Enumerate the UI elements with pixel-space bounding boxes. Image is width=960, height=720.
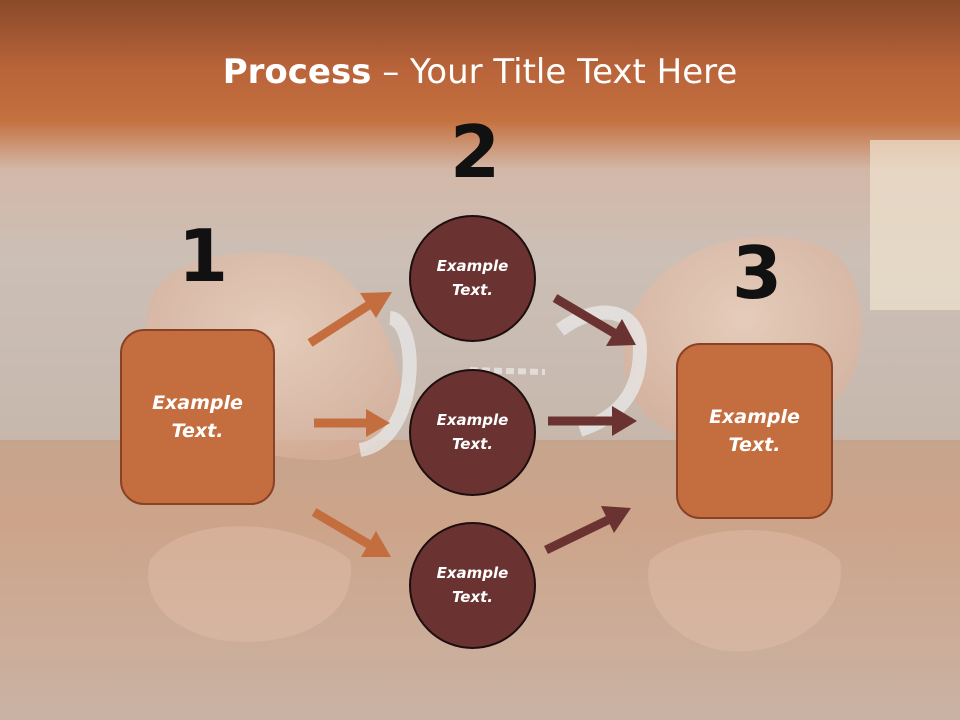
step-1-text-line1: Example	[152, 391, 243, 414]
circle-2-text-line2: Text.	[451, 434, 493, 453]
step-1-text-line2: Text.	[171, 420, 224, 442]
circle-3-text-line2: Text.	[451, 587, 493, 606]
title-bold: Process	[222, 52, 372, 92]
step-3-text-line1: Example	[709, 405, 800, 428]
step-number-1: 1	[178, 214, 229, 298]
step-number-2: 2	[450, 110, 501, 194]
left-arrows	[307, 292, 392, 557]
circle-1-text-line2: Text.	[451, 280, 493, 299]
arrow-circle2-to-box3	[548, 406, 637, 436]
slide-title: Process – Your Title Text Here	[0, 52, 960, 92]
circle-3-text-line1: Example	[436, 564, 509, 583]
arrow-circle1-to-box3	[552, 294, 636, 346]
right-arrows	[544, 294, 637, 555]
title-rest: – Your Title Text Here	[371, 52, 738, 92]
step-3-text-line2: Text.	[728, 434, 781, 456]
arrow-box1-to-circle2	[314, 409, 390, 437]
circle-1-text-line1: Example	[436, 257, 509, 276]
arrow-circle3-to-box3	[544, 506, 631, 555]
arrow-box1-to-circle3	[311, 508, 391, 557]
step-number-3: 3	[732, 231, 783, 315]
circle-2-text-line1: Example	[436, 411, 509, 430]
arrow-box1-to-circle1	[307, 292, 392, 347]
